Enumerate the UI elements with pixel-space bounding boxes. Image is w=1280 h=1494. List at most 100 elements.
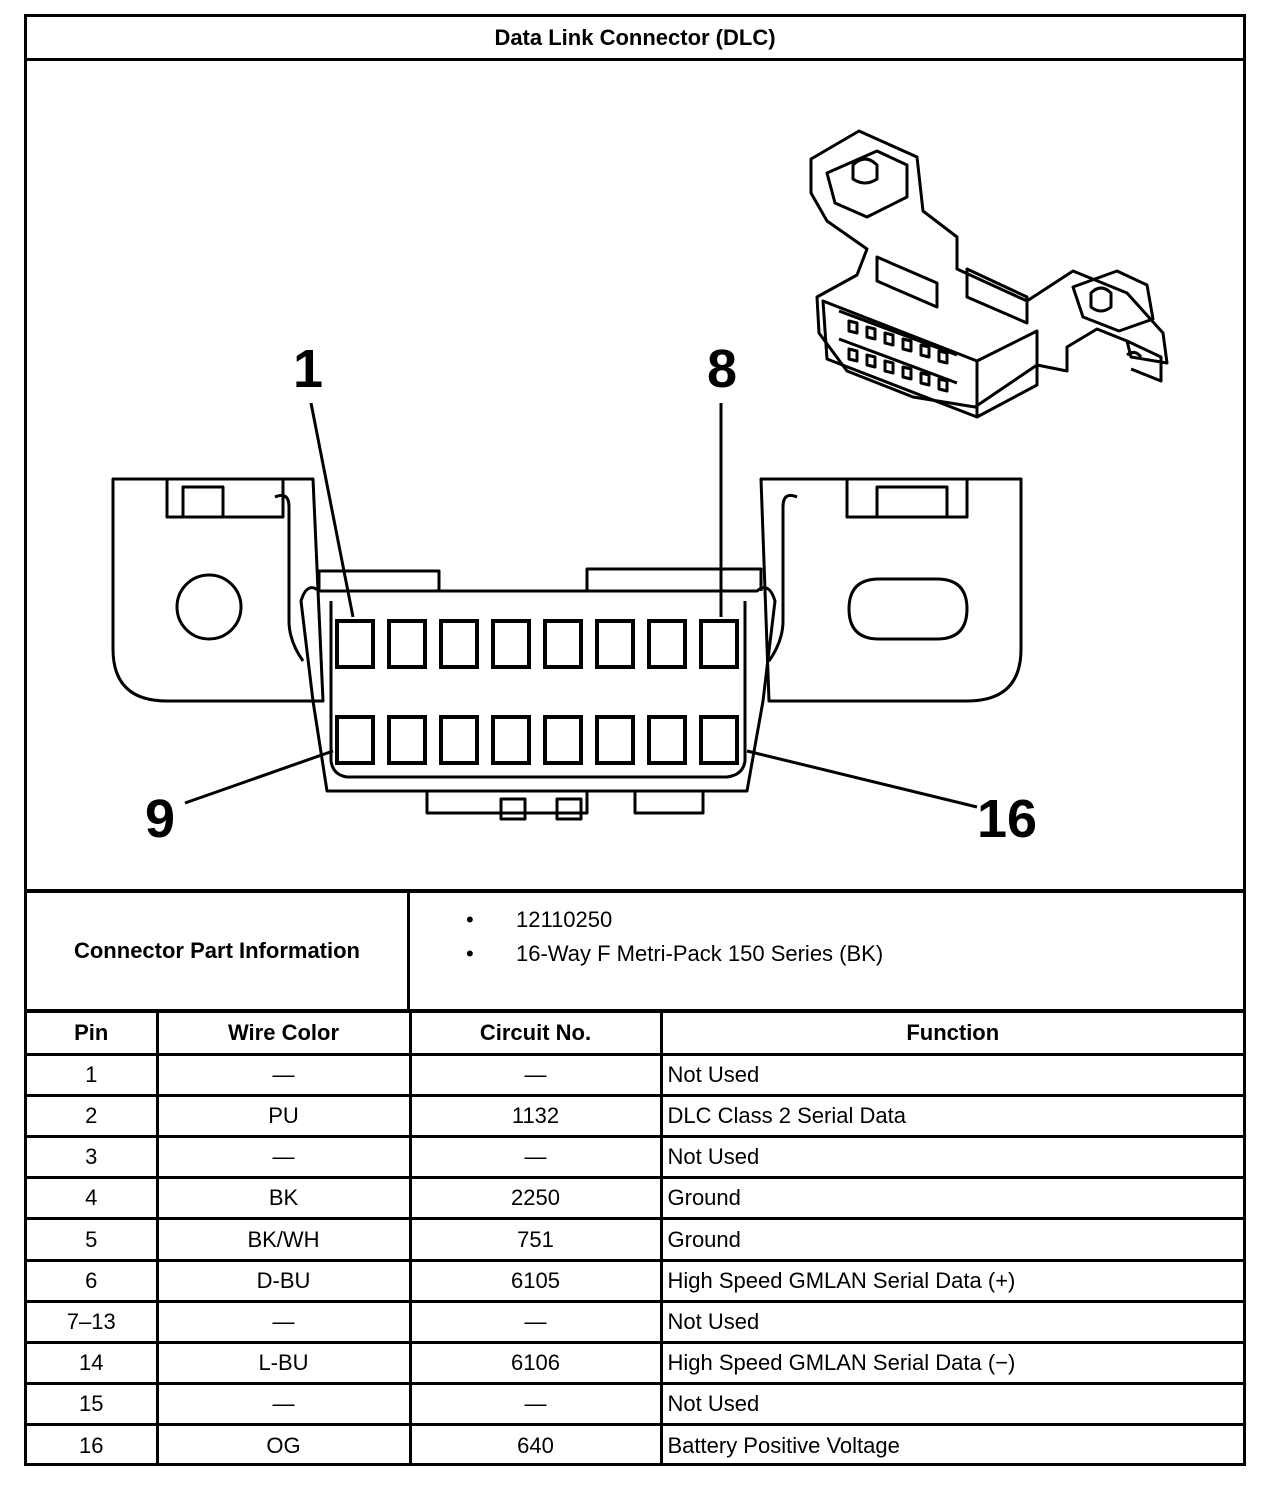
- connector-part-info: Connector Part Information • 12110250 • …: [27, 893, 1243, 1013]
- table-row: 6 D-BU 6105 High Speed GMLAN Serial Data…: [27, 1258, 1243, 1303]
- left-ear-tab: [181, 485, 225, 519]
- bottom-latch-right: [633, 791, 705, 815]
- cell-pin: 1: [27, 1052, 159, 1097]
- table-header-row: Pin Wire Color Circuit No. Function: [27, 1013, 1243, 1056]
- bottom-latch-knob-b: [555, 797, 583, 821]
- part-info-item: • 16-Way F Metri-Pack 150 Series (BK): [410, 937, 883, 971]
- cell-wire-color: BK: [155, 1176, 412, 1221]
- right-ear-tab: [875, 485, 949, 519]
- connector-drawing: 1 8 9 16: [111, 129, 1169, 849]
- table-row: 7–13 — — Not Used: [27, 1299, 1243, 1345]
- dlc-sheet: Data Link Connector (DLC): [24, 14, 1246, 1467]
- pin-cavity: [387, 715, 427, 765]
- cell-pin: 5: [27, 1217, 159, 1262]
- cell-wire-color: PU: [155, 1093, 412, 1139]
- cell-circuit: 751: [408, 1217, 663, 1262]
- cell-wire-color: L-BU: [155, 1340, 412, 1386]
- pin-cavity: [595, 619, 635, 669]
- pin-cavity: [387, 619, 427, 669]
- cell-circuit: 1132: [408, 1093, 663, 1139]
- pin-cavity: [491, 619, 531, 669]
- cell-function: Battery Positive Voltage: [659, 1423, 1243, 1467]
- pin-cavity: [543, 619, 583, 669]
- pin-cavity: [699, 715, 739, 765]
- cell-function: Ground: [659, 1217, 1243, 1262]
- left-ear-rib: [274, 493, 305, 662]
- cell-pin: 15: [27, 1382, 159, 1427]
- pin-row-bottom: [335, 715, 739, 765]
- cell-function: Not Used: [659, 1382, 1243, 1427]
- pin-cavity: [491, 715, 531, 765]
- connector-description: 16-Way F Metri-Pack 150 Series (BK): [516, 941, 884, 966]
- cell-wire-color: —: [155, 1052, 412, 1097]
- cell-circuit: 6106: [408, 1340, 663, 1386]
- bullet-marker: •: [466, 941, 474, 966]
- connector-diagram: 1 8 9 16: [27, 61, 1243, 893]
- connector-body: [299, 586, 777, 793]
- body-top-step-left: [317, 569, 441, 591]
- table-row: 16 OG 640 Battery Positive Voltage: [27, 1423, 1243, 1467]
- pin-row-top: [335, 619, 739, 669]
- cell-pin: 2: [27, 1093, 159, 1139]
- cell-wire-color: D-BU: [155, 1258, 412, 1303]
- cell-circuit: —: [408, 1382, 663, 1427]
- table-row: 2 PU 1132 DLC Class 2 Serial Data: [27, 1093, 1243, 1139]
- header-function: Function: [659, 1013, 1243, 1056]
- header-circuit-no: Circuit No.: [408, 1013, 663, 1056]
- cell-pin: 7–13: [27, 1299, 159, 1345]
- table-row: 14 L-BU 6106 High Speed GMLAN Serial Dat…: [27, 1340, 1243, 1386]
- right-ear-notch: [845, 479, 969, 519]
- table-row: 15 — — Not Used: [27, 1382, 1243, 1427]
- cell-wire-color: —: [155, 1135, 412, 1180]
- pin-table: Pin Wire Color Circuit No. Function 1 — …: [27, 1013, 1243, 1467]
- cell-pin: 14: [27, 1340, 159, 1386]
- cell-function: High Speed GMLAN Serial Data (+): [659, 1258, 1243, 1303]
- cell-circuit: —: [408, 1135, 663, 1180]
- table-row: 5 BK/WH 751 Ground: [27, 1217, 1243, 1262]
- cell-function: Not Used: [659, 1052, 1243, 1097]
- cell-wire-color: BK/WH: [155, 1217, 412, 1262]
- pin-cavity: [647, 715, 687, 765]
- cell-function: Not Used: [659, 1135, 1243, 1180]
- left-mounting-ear: [111, 477, 325, 703]
- pin-cavity: [335, 715, 375, 765]
- part-info-label: Connector Part Information: [27, 893, 410, 1009]
- header-pin: Pin: [27, 1013, 159, 1056]
- right-ear-rib: [767, 493, 798, 662]
- table-row: 4 BK 2250 Ground: [27, 1176, 1243, 1221]
- cell-pin: 3: [27, 1135, 159, 1180]
- leader-line-pin-9: [184, 749, 334, 805]
- leader-line-pin-1: [309, 402, 355, 618]
- cell-circuit: —: [408, 1299, 663, 1345]
- cell-function: Not Used: [659, 1299, 1243, 1345]
- part-number: 12110250: [516, 907, 613, 932]
- callout-pin-1: 1: [293, 339, 323, 399]
- left-mount-hole: [175, 573, 243, 641]
- table-row: 1 — — Not Used: [27, 1052, 1243, 1097]
- right-mounting-ear: [759, 477, 1023, 703]
- cell-function: High Speed GMLAN Serial Data (−): [659, 1340, 1243, 1386]
- cell-function: DLC Class 2 Serial Data: [659, 1093, 1243, 1139]
- pin-cavity-frame: [329, 601, 747, 779]
- bottom-latch-left: [425, 791, 589, 815]
- cell-wire-color: —: [155, 1299, 412, 1345]
- callout-pin-16: 16: [977, 789, 1037, 849]
- part-info-item: • 12110250: [410, 903, 883, 937]
- cell-pin: 6: [27, 1258, 159, 1303]
- cell-circuit: 640: [408, 1423, 663, 1467]
- bottom-latch-knob-a: [499, 797, 527, 821]
- body-top-step-right: [585, 567, 763, 591]
- pin-cavity: [335, 619, 375, 669]
- cell-circuit: 6105: [408, 1258, 663, 1303]
- callout-pin-8: 8: [707, 339, 737, 399]
- connector-isometric-illustration: [809, 129, 1169, 419]
- table-row: 3 — — Not Used: [27, 1135, 1243, 1180]
- right-mount-slot: [847, 577, 969, 641]
- cell-wire-color: —: [155, 1382, 412, 1427]
- cell-circuit: 2250: [408, 1176, 663, 1221]
- pin-cavity: [595, 715, 635, 765]
- leader-line-pin-16: [746, 749, 978, 809]
- left-ear-notch: [165, 479, 285, 519]
- part-info-list: • 12110250 • 16-Way F Metri-Pack 150 Ser…: [410, 903, 883, 971]
- pin-cavity: [439, 715, 479, 765]
